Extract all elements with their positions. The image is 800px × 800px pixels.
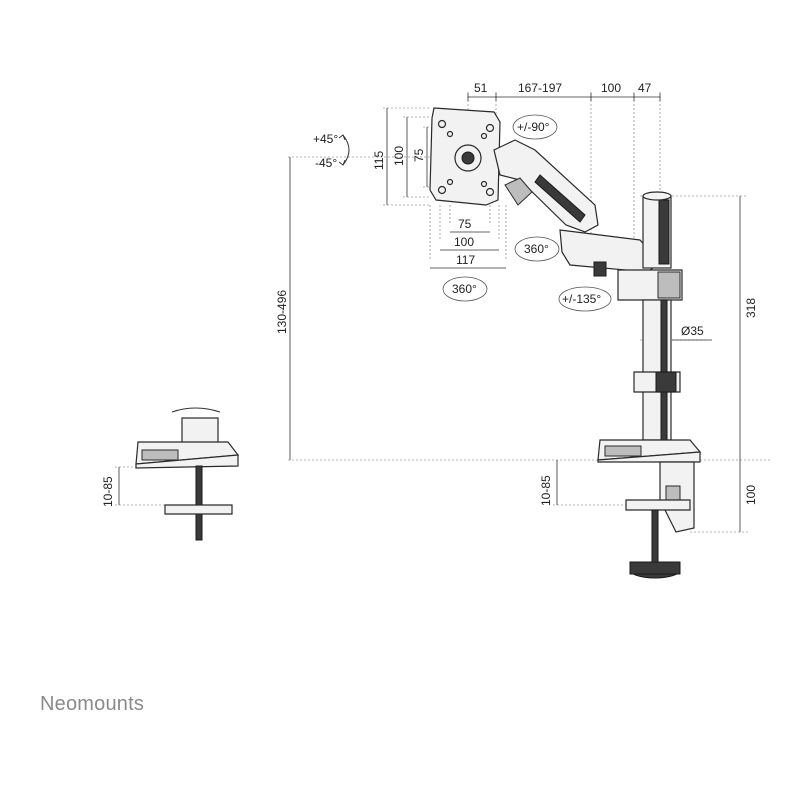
label-tilt-down: -45°: [315, 156, 337, 170]
label-swivel-arm: 360°: [524, 242, 549, 256]
label-top-51: 51: [474, 81, 488, 95]
label-top-100: 100: [601, 81, 621, 95]
label-pole-height: 318: [744, 298, 758, 318]
label-top-47: 47: [638, 81, 652, 95]
dimension-labels: +45° -45° 51 167-197 100 47 115 100 75 7…: [101, 81, 758, 507]
label-plate-h-75: 75: [412, 148, 426, 162]
label-height-range: 130-496: [275, 290, 289, 334]
label-plate-h-115: 115: [372, 151, 386, 170]
rotate-plate-oval: [442, 276, 488, 302]
swivel-arm-oval: [514, 236, 560, 262]
vesa-plate: [429, 107, 501, 206]
desk-clamp-left: [135, 407, 240, 541]
label-rotate-plate: 360°: [452, 282, 477, 296]
pole: [617, 191, 683, 441]
label-clamp-range-right: 10-85: [539, 475, 553, 506]
label-swivel-head: +/-90°: [517, 120, 550, 134]
label-plate-h-100: 100: [392, 146, 406, 166]
brand-logo-text: Neomounts: [40, 693, 145, 715]
label-plate-w-100: 100: [454, 235, 474, 249]
label-top-167-197: 167-197: [518, 81, 562, 95]
label-plate-w-75: 75: [458, 217, 472, 231]
label-tilt-up: +45°: [313, 132, 338, 146]
label-clamp-range-left: 10-85: [101, 476, 115, 507]
gas-spring-arm: [493, 139, 661, 277]
label-pole-diameter: Ø35: [681, 324, 704, 338]
swivel-base-oval: [558, 286, 612, 312]
swivel-head-oval: [512, 114, 558, 140]
tilt-arrow-icon: [338, 134, 350, 166]
dimension-lines: [118, 93, 741, 532]
desk-clamp-right: [597, 439, 702, 579]
label-plate-w-117: 117: [456, 253, 475, 267]
label-swivel-base: +/-135°: [562, 292, 601, 306]
label-clamp-height: 100: [744, 485, 758, 505]
